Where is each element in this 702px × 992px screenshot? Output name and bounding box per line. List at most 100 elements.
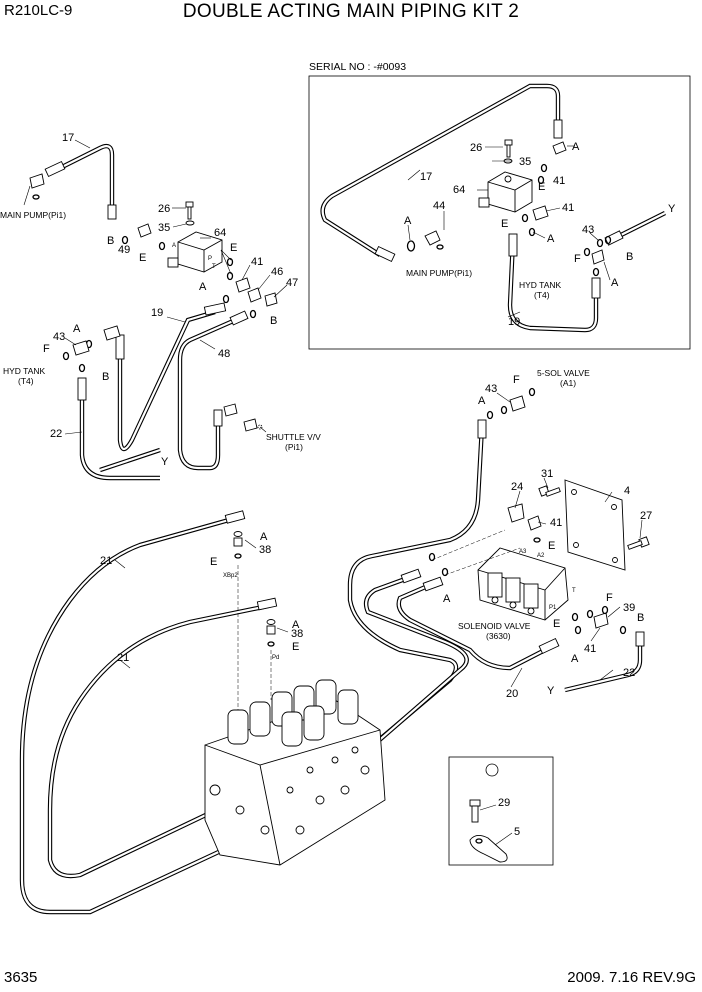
letter-a-38a: A bbox=[260, 531, 268, 543]
letter-b1: B bbox=[107, 235, 114, 247]
part-22: 22 bbox=[50, 428, 62, 440]
hose-fitting bbox=[477, 419, 487, 439]
part-21a: 21 bbox=[100, 555, 112, 567]
inset-serial: SERIAL NO : -#0093 bbox=[309, 61, 406, 73]
inset-letter-y: Y bbox=[668, 203, 676, 215]
hose-fitting bbox=[374, 245, 396, 263]
part-41-main: 41 bbox=[550, 517, 562, 529]
hose-fitting bbox=[213, 409, 223, 427]
part-39: 39 bbox=[623, 602, 635, 614]
hose-fitting bbox=[508, 233, 518, 257]
port-p1: P1 bbox=[549, 605, 557, 611]
port-a2: A2 bbox=[537, 553, 545, 559]
letter-a2: A bbox=[73, 323, 81, 335]
bolt-26 bbox=[185, 201, 195, 226]
inset-part-26: 26 bbox=[470, 142, 482, 154]
main-assembly: A3 A2 P1 T bbox=[19, 368, 652, 915]
pipe-20-lower bbox=[343, 568, 560, 772]
inset-pipe-y bbox=[604, 211, 666, 246]
pipe-20-upper bbox=[347, 419, 487, 762]
inset-part-64: 64 bbox=[453, 184, 465, 196]
pipe-48 bbox=[177, 310, 249, 471]
inset-leaders bbox=[407, 145, 611, 318]
part-41: 41 bbox=[251, 256, 263, 268]
part-35: 35 bbox=[158, 222, 170, 234]
letter-a-sol: A bbox=[571, 653, 579, 665]
hose-fitting bbox=[400, 568, 422, 584]
pipe-22-lower bbox=[564, 631, 645, 693]
hose-fitting bbox=[224, 510, 246, 524]
port-plug bbox=[478, 197, 490, 208]
inset-part-19: 19 bbox=[508, 316, 520, 328]
letter-e-38a: E bbox=[210, 556, 217, 568]
inset-hyd-tank-label: HYD TANK bbox=[519, 280, 562, 290]
part-31: 31 bbox=[541, 468, 553, 480]
clamp-5 bbox=[469, 835, 508, 863]
part-41-lower: 41 bbox=[584, 643, 596, 655]
hose-fitting bbox=[591, 277, 601, 299]
letter-e-top: E bbox=[548, 540, 555, 552]
hose-fitting bbox=[77, 377, 87, 401]
part-21b: 21 bbox=[117, 652, 129, 664]
valve-block-64: A P T bbox=[167, 231, 223, 273]
part-26: 26 bbox=[158, 203, 170, 215]
part-43-main: 43 bbox=[485, 383, 497, 395]
dashed-guides bbox=[237, 529, 521, 720]
letter-e-sol: E bbox=[553, 618, 560, 630]
detail-leaders bbox=[479, 804, 513, 846]
solenoid-valve-label: SOLENOID VALVE bbox=[458, 621, 531, 631]
hose-fitting bbox=[553, 119, 563, 139]
pipe-22 bbox=[77, 377, 161, 481]
inset-part-41a: 41 bbox=[553, 175, 565, 187]
hyd-tank-sub: (T4) bbox=[18, 376, 34, 386]
sol-valve-sub: (A1) bbox=[560, 378, 576, 388]
bolt-31 bbox=[538, 485, 561, 497]
letter-f-top: F bbox=[513, 374, 520, 386]
hose-fitting bbox=[229, 310, 249, 326]
part-47: 47 bbox=[286, 277, 298, 289]
part-43: 43 bbox=[53, 331, 65, 343]
hose-fitting bbox=[256, 597, 278, 611]
part-4: 4 bbox=[624, 485, 630, 497]
hose-fitting bbox=[635, 631, 645, 647]
bolt-29 bbox=[469, 799, 481, 823]
clamp-detail: 29 5 bbox=[448, 756, 554, 866]
part-48: 48 bbox=[218, 348, 230, 360]
hose-fitting bbox=[538, 637, 560, 655]
inset-letter-a3: A bbox=[547, 233, 555, 245]
pump-fitting bbox=[29, 173, 45, 189]
upper-left-leaders bbox=[23, 139, 288, 435]
letter-a-38b: A bbox=[292, 619, 300, 631]
part-38a: 38 bbox=[259, 544, 271, 556]
letter-b-sol: B bbox=[637, 612, 644, 624]
port-t: T bbox=[572, 588, 576, 594]
main-pump-label: MAIN PUMP(Pi1) bbox=[0, 210, 66, 220]
pipe-17 bbox=[29, 143, 117, 220]
hang-hole bbox=[485, 763, 499, 777]
part-5: 5 bbox=[514, 826, 520, 838]
solenoid-valve-sub: (3630) bbox=[486, 631, 511, 641]
revision-date: 2009. 7.16 REV.9G bbox=[567, 969, 696, 986]
inset-letter-f: F bbox=[574, 253, 581, 265]
part-38b: 38 bbox=[291, 628, 303, 640]
pipe-19 bbox=[103, 302, 227, 452]
letter-a1: A bbox=[199, 281, 207, 293]
letter-f-sol: F bbox=[606, 592, 613, 604]
hose-fitting bbox=[203, 302, 227, 316]
inset-letter-a2: A bbox=[404, 215, 412, 227]
hose-fitting bbox=[422, 576, 444, 592]
part-49: 49 bbox=[118, 244, 130, 256]
inset-letter-e1: E bbox=[538, 181, 545, 193]
letter-a-top: A bbox=[478, 395, 486, 407]
letter-e1: E bbox=[139, 252, 146, 264]
shuttle-valve-sub: (Pi1) bbox=[285, 442, 303, 452]
letter-b3: B bbox=[102, 371, 109, 383]
inset-bolt-26 bbox=[503, 139, 513, 164]
inset-valve-block-64 bbox=[478, 171, 533, 213]
inset-pipe-19 bbox=[507, 233, 601, 333]
inset-pipe-17 bbox=[320, 83, 563, 263]
part-64: 64 bbox=[214, 227, 226, 239]
hose-fitting bbox=[44, 160, 66, 178]
letter-y-main: Y bbox=[547, 685, 555, 697]
